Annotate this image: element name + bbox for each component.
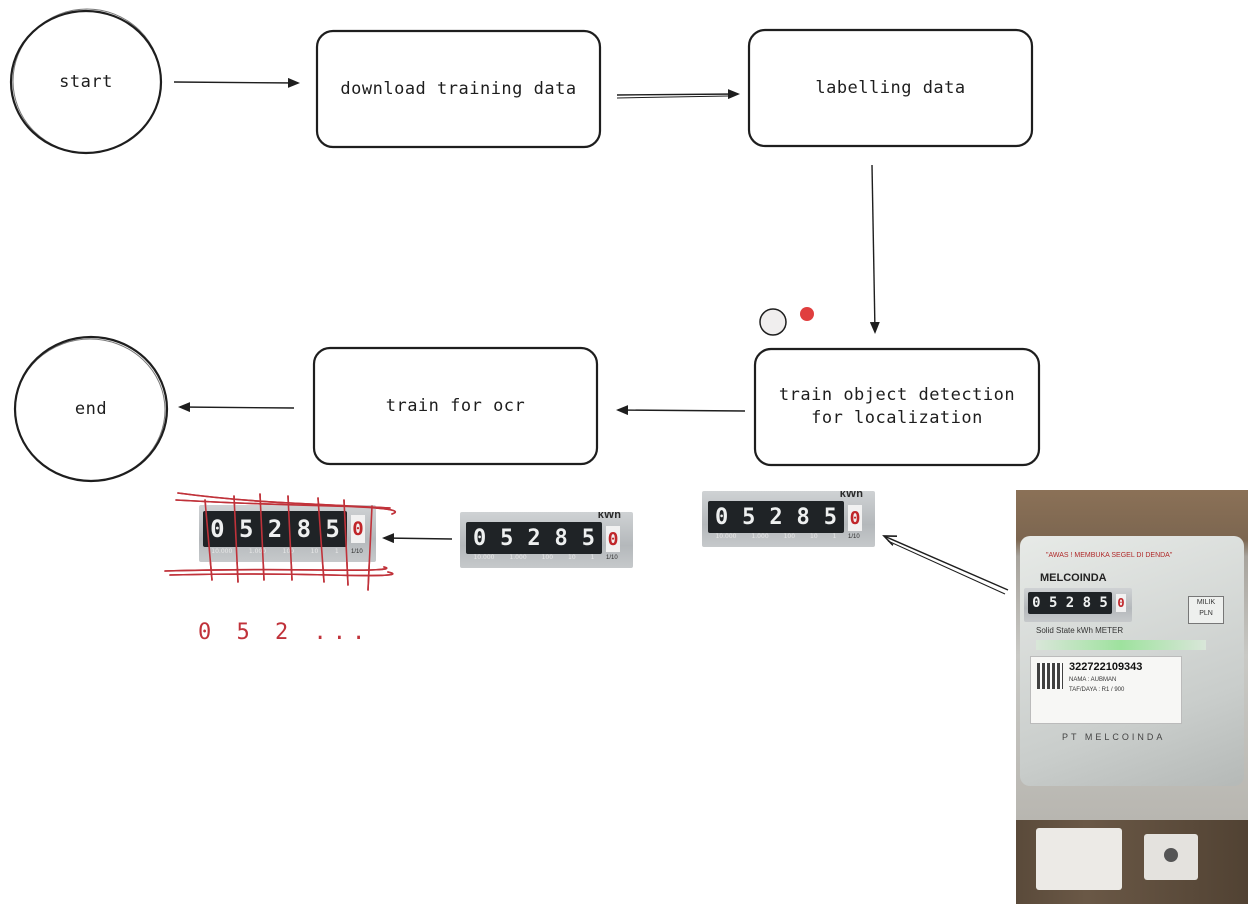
meter-scale: 10.000 1.000 100 10 1 <box>708 533 844 540</box>
arrow-detection-to-ocr <box>616 405 746 416</box>
photo-green-strip <box>1036 640 1206 650</box>
arrow-photo-to-crop-a <box>884 536 1009 591</box>
photo-pln-badge: MILIK PLN <box>1188 596 1224 624</box>
meter-digit: 2 <box>1065 595 1075 611</box>
train-detection-label: train object detection for localization <box>778 385 1016 428</box>
scale-label: 10.000 <box>211 548 233 555</box>
scale-end-label: 1/10 <box>351 549 363 555</box>
arrow-download-to-labelling-a <box>616 89 740 100</box>
meter-digit: 5 <box>581 525 595 551</box>
meter-digit: 8 <box>554 525 568 551</box>
meter-digit: 8 <box>1082 595 1091 611</box>
red-dot-marker <box>800 307 814 321</box>
start-node <box>9 8 163 155</box>
arrow-crop-to-segmented <box>382 533 453 544</box>
meter-digit: 5 <box>823 504 837 530</box>
scale-end-label: 1/10 <box>606 555 618 561</box>
segmented-meter-crop: 0 5 2 8 5 0 10.000 1.000 100 10 1 1/10 <box>199 505 376 562</box>
scale-label: 100 <box>541 554 554 561</box>
photo-warning-text: "AWAS ! MEMBUKA SEGEL DI DENDA" <box>1046 552 1173 559</box>
kwh-label: kWh <box>839 491 863 500</box>
meter-scale: 10.000 1.000 100 10 1 <box>466 554 602 561</box>
meter-digit: 5 <box>238 515 254 543</box>
meter-digit-window: 0 5 2 8 5 <box>466 522 602 554</box>
arrow-labelling-to-detection <box>869 164 880 334</box>
photo-meter-type: Solid State kWh METER <box>1036 626 1124 635</box>
meter-digit-window: 0 5 2 8 5 <box>1028 592 1112 614</box>
ocr-result-text: 0 5 2 ... <box>198 620 372 645</box>
meter-digit: 0 <box>472 525 487 551</box>
scale-end-label: 1/10 <box>848 534 860 540</box>
meter-digit: 2 <box>769 504 783 530</box>
labelling-label: labelling data <box>815 77 966 98</box>
meter-digit: 5 <box>325 515 340 543</box>
arrow-start-to-download <box>173 77 300 88</box>
meter-digit: 0 <box>210 515 225 543</box>
scale-label: 1.000 <box>509 554 527 561</box>
photo-badge-line1: MILIK <box>1196 599 1216 606</box>
meter-red-digit: 0 <box>848 505 862 531</box>
scale-label: 100 <box>783 533 796 540</box>
labelling-box <box>747 28 1034 148</box>
preprocessed-meter-crop: kWh 0 5 2 8 5 0 10.000 1.000 100 10 1 1/… <box>460 512 633 568</box>
photo-meter-register: 0 5 2 8 5 0 <box>1024 588 1132 622</box>
scale-label: 1 <box>832 533 837 540</box>
meter-digit: 8 <box>296 515 312 543</box>
photo-manufacturer: PT MELCOINDA <box>1062 732 1166 742</box>
meter-digit: 2 <box>527 525 541 551</box>
meter-digit: 2 <box>267 515 283 543</box>
meter-digit: 5 <box>742 504 756 530</box>
end-node <box>13 335 169 483</box>
scale-label: 1.000 <box>751 533 769 540</box>
arrow-ocr-to-end <box>178 402 295 413</box>
detected-meter-crop: kWh 0 5 2 8 5 0 10.000 1.000 100 10 1 1/… <box>702 491 875 547</box>
arrow-photo-to-crop-b <box>887 540 1006 595</box>
photo-name-line: NAMA : AUBMAN <box>1069 677 1117 683</box>
download-box <box>315 29 602 149</box>
start-label: start <box>59 71 113 92</box>
meter-red-digit: 0 <box>1116 594 1126 612</box>
scale-label: 1 <box>590 554 595 561</box>
meter-red-digit: 0 <box>606 526 620 552</box>
end-label: end <box>74 398 108 419</box>
scale-label: 100 <box>282 548 295 555</box>
photo-tarif-line: TAF/DAYA : R1 / 900 <box>1069 687 1125 693</box>
scale-label: 10.000 <box>715 533 737 540</box>
photo-customer-sticker: 322722109343 NAMA : AUBMAN TAF/DAYA : R1… <box>1030 656 1182 724</box>
scale-label: 10 <box>310 548 319 555</box>
scale-label: 10 <box>568 554 576 561</box>
photo-customer-id: 322722109343 <box>1069 661 1143 673</box>
scale-label: 10 <box>810 533 818 540</box>
photo-brand-text: MELCOINDA <box>1040 572 1107 584</box>
meter-digit: 0 <box>714 504 729 530</box>
photo-circuit-breaker <box>1036 828 1122 890</box>
meter-scale: 10.000 1.000 100 10 1 <box>203 548 347 555</box>
photo-knob-icon <box>1164 848 1178 862</box>
meter-digit: 5 <box>1099 595 1108 611</box>
meter-digit-window: 0 5 2 8 5 <box>203 511 347 547</box>
scale-label: 1.000 <box>248 548 267 555</box>
scale-label: 1 <box>334 548 339 555</box>
meter-digit: 5 <box>500 525 514 551</box>
photo-badge-line2: PLN <box>1199 610 1213 617</box>
meter-digit: 8 <box>796 504 810 530</box>
kwh-label: kWh <box>597 512 621 521</box>
download-label: download training data <box>340 78 577 99</box>
meter-digit-window: 0 5 2 8 5 <box>708 501 844 533</box>
meter-digit: 5 <box>1048 595 1058 611</box>
train-detection-box <box>753 347 1041 467</box>
train-ocr-box <box>312 346 599 466</box>
grey-dot-marker <box>759 308 787 336</box>
train-ocr-label: train for ocr <box>385 395 526 416</box>
meter-digit: 0 <box>1032 595 1041 611</box>
scale-label: 10.000 <box>473 554 495 561</box>
meter-photo: "AWAS ! MEMBUKA SEGEL DI DENDA" MELCOIND… <box>1016 490 1248 904</box>
qr-code-icon <box>1037 663 1063 689</box>
meter-red-digit: 0 <box>351 515 365 543</box>
arrow-download-to-labelling-b <box>616 95 729 99</box>
